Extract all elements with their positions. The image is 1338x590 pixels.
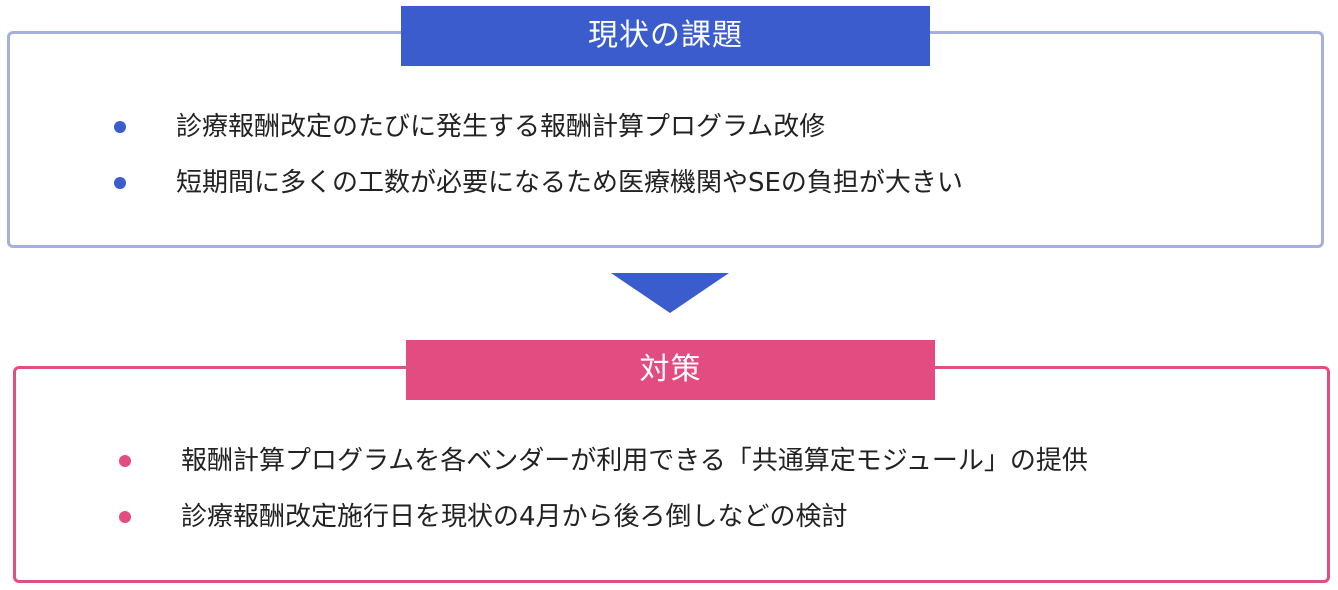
- solution-item-text: 診療報酬改定施行日を現状の4月から後ろ倒しなどの検討: [181, 502, 848, 532]
- issue-item-text: 短期間に多くの工数が必要になるため医療機関やSEの負担が大きい: [176, 168, 963, 198]
- solution-title: 対策: [639, 352, 702, 387]
- solution-item-text: 報酬計算プログラムを各ベンダーが利用できる「共通算定モジュール」の提供: [181, 446, 1088, 476]
- issue-title: 現状の課題: [588, 18, 743, 53]
- bullet-dot-icon: [119, 455, 131, 467]
- down-triangle-arrow-icon: [611, 273, 729, 313]
- bullet-dot-icon: [119, 511, 131, 523]
- bullet-dot-icon: [114, 177, 126, 189]
- solution-banner: 対策: [406, 340, 935, 400]
- issue-item-text: 診療報酬改定のたびに発生する報酬計算プログラム改修: [176, 112, 826, 142]
- bullet-dot-icon: [114, 121, 126, 133]
- solution-box: [13, 366, 1330, 583]
- issue-banner: 現状の課題: [401, 6, 930, 66]
